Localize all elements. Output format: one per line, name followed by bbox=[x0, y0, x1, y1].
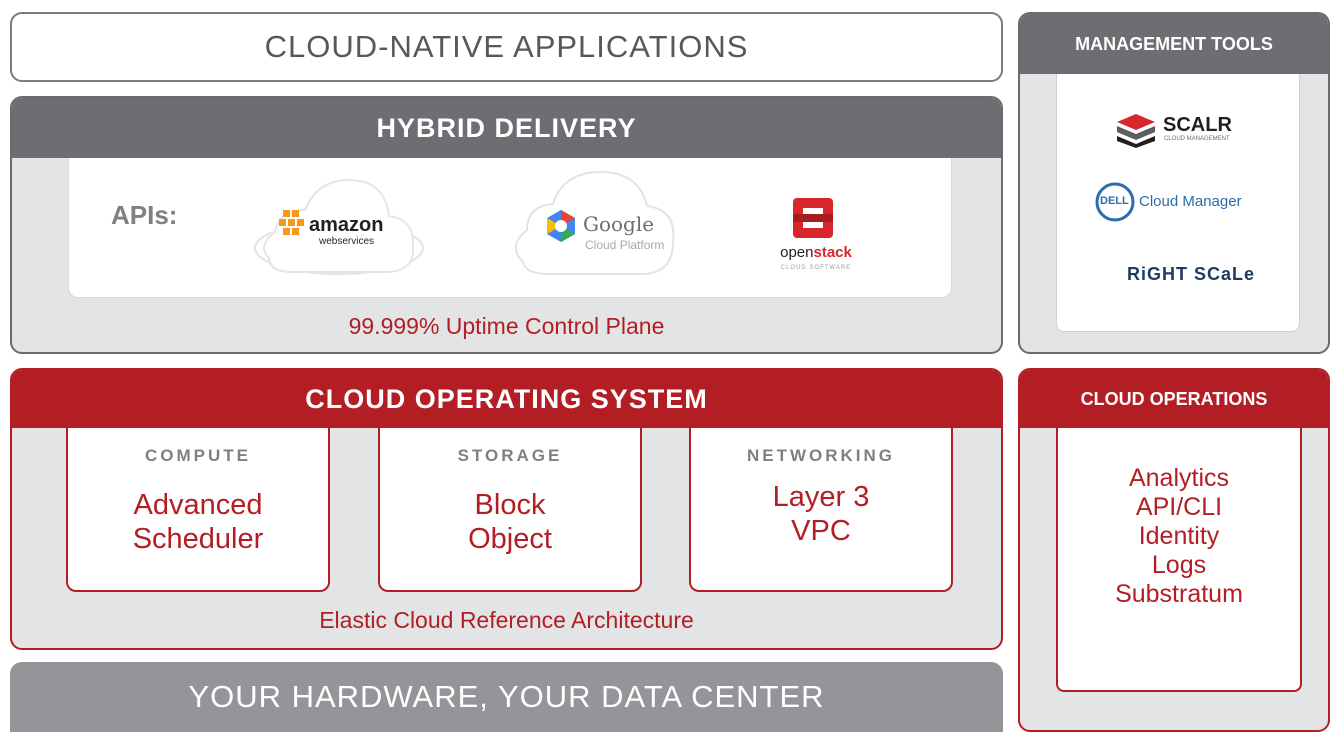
amazon-logo-text: amazon bbox=[309, 214, 384, 236]
openstack-logo-text-open: open bbox=[780, 244, 814, 261]
amazon-cloud-icon bbox=[254, 178, 424, 275]
storage-title: STORAGE bbox=[457, 446, 563, 465]
cloud-operations-item: API/CLI bbox=[1135, 493, 1223, 521]
management-tools-panel: MANAGEMENT TOOLS SCALR CLOUD MANAGEMENT … bbox=[1018, 12, 1330, 354]
cloud-operating-system-panel: CLOUD OPERATING SYSTEM COMPUTE Advanced … bbox=[10, 368, 1003, 650]
cloud-operating-system-title: CLOUD OPERATING SYSTEM bbox=[305, 383, 708, 414]
openstack-logo-text: openstack bbox=[769, 244, 863, 261]
scalr-logo-text: SCALR bbox=[1163, 114, 1232, 136]
cloud-native-label: CLOUD-NATIVE APPLICATIONS bbox=[264, 29, 749, 64]
openstack-logo-text-stack: stack bbox=[813, 244, 852, 261]
dell-badge-text: DELL bbox=[1100, 195, 1129, 207]
apis-label: APIs: bbox=[111, 200, 178, 230]
compute-items: Advanced Scheduler bbox=[68, 488, 328, 556]
uptime-caption: 99.999% Uptime Control Plane bbox=[12, 306, 1001, 346]
cloud-operations-item: Identity bbox=[1138, 522, 1220, 550]
google-logo-subtext: Cloud Platform bbox=[585, 238, 665, 252]
reference-architecture-text: Elastic Cloud Reference Architecture bbox=[319, 606, 694, 633]
reference-architecture-caption: Elastic Cloud Reference Architecture bbox=[12, 598, 1001, 642]
google-cloud-icon bbox=[515, 170, 675, 275]
management-tools-title: MANAGEMENT TOOLS bbox=[1075, 33, 1273, 54]
hardware-layer: YOUR HARDWARE, YOUR DATA CENTER bbox=[10, 662, 1003, 732]
storage-card: STORAGE Block Object bbox=[378, 428, 642, 592]
uptime-text: 99.999% Uptime Control Plane bbox=[348, 312, 665, 339]
networking-item: Layer 3 bbox=[772, 481, 870, 513]
rightscale-logo-text: RiGHT SCaLe bbox=[1127, 264, 1256, 284]
rightscale-logo: RiGHT SCaLe bbox=[1127, 262, 1267, 292]
networking-item: VPC bbox=[791, 515, 851, 547]
scalr-logo: SCALR CLOUD MANAGEMENT bbox=[1113, 110, 1263, 150]
scalr-icon bbox=[1117, 114, 1155, 148]
management-tools-box: SCALR CLOUD MANAGEMENT DELL Cloud Manage… bbox=[1056, 74, 1300, 332]
openstack-logo: openstack CLOUD SOFTWARE bbox=[759, 192, 869, 282]
cloud-operations-box: Analytics API/CLI Identity Logs Substrat… bbox=[1056, 428, 1302, 692]
cloud-operations-panel: CLOUD OPERATIONS Analytics API/CLI Ident… bbox=[1018, 368, 1330, 732]
cloud-operations-item: Analytics bbox=[1128, 464, 1230, 492]
scalr-logo-subtext: CLOUD MANAGEMENT bbox=[1164, 136, 1230, 142]
networking-title: NETWORKING bbox=[746, 446, 896, 465]
dell-cloud-manager-text: Cloud Manager bbox=[1139, 193, 1242, 210]
storage-item: Block bbox=[474, 489, 546, 521]
cloud-operations-item: Logs bbox=[1151, 551, 1207, 579]
cloud-operations-item: Substratum bbox=[1115, 580, 1243, 608]
networking-items: Layer 3 VPC bbox=[691, 480, 951, 548]
api-providers-box: APIs: amazon bbox=[68, 158, 952, 298]
openstack-logo-subtext: CLOUD SOFTWARE bbox=[780, 265, 852, 271]
hybrid-delivery-panel: HYBRID DELIVERY APIs: bbox=[10, 96, 1003, 354]
cloud-operating-system-header: CLOUD OPERATING SYSTEM bbox=[12, 370, 1001, 428]
management-tools-header: MANAGEMENT TOOLS bbox=[1020, 14, 1328, 74]
compute-item: Advanced bbox=[133, 489, 263, 521]
dell-badge-icon bbox=[1095, 182, 1135, 222]
compute-item: Scheduler bbox=[132, 523, 264, 555]
compute-card: COMPUTE Advanced Scheduler bbox=[66, 428, 330, 592]
storage-items: Block Object bbox=[380, 488, 640, 556]
cloud-native-applications-layer: CLOUD-NATIVE APPLICATIONS bbox=[10, 12, 1003, 82]
cloud-operations-header: CLOUD OPERATIONS bbox=[1020, 370, 1328, 428]
hybrid-delivery-header: HYBRID DELIVERY bbox=[12, 98, 1001, 158]
compute-title: COMPUTE bbox=[145, 446, 251, 465]
networking-card: NETWORKING Layer 3 VPC bbox=[689, 428, 953, 592]
amazon-webservices-logo: amazon webservices bbox=[239, 166, 439, 286]
openstack-icon bbox=[793, 198, 833, 238]
storage-item: Object bbox=[468, 523, 552, 555]
amazon-logo-subtext: webservices bbox=[319, 236, 375, 247]
cloud-operations-list: Analytics API/CLI Identity Logs Substrat… bbox=[1058, 464, 1300, 609]
hybrid-delivery-title: HYBRID DELIVERY bbox=[376, 112, 637, 143]
cloud-operations-title: CLOUD OPERATIONS bbox=[1080, 388, 1268, 409]
google-cloud-platform-logo: Google Cloud Platform bbox=[501, 162, 691, 292]
dell-cloud-manager-logo: DELL Cloud Manager bbox=[1095, 182, 1295, 222]
google-logo-text: Google bbox=[583, 212, 655, 236]
hardware-label: YOUR HARDWARE, YOUR DATA CENTER bbox=[188, 679, 825, 714]
